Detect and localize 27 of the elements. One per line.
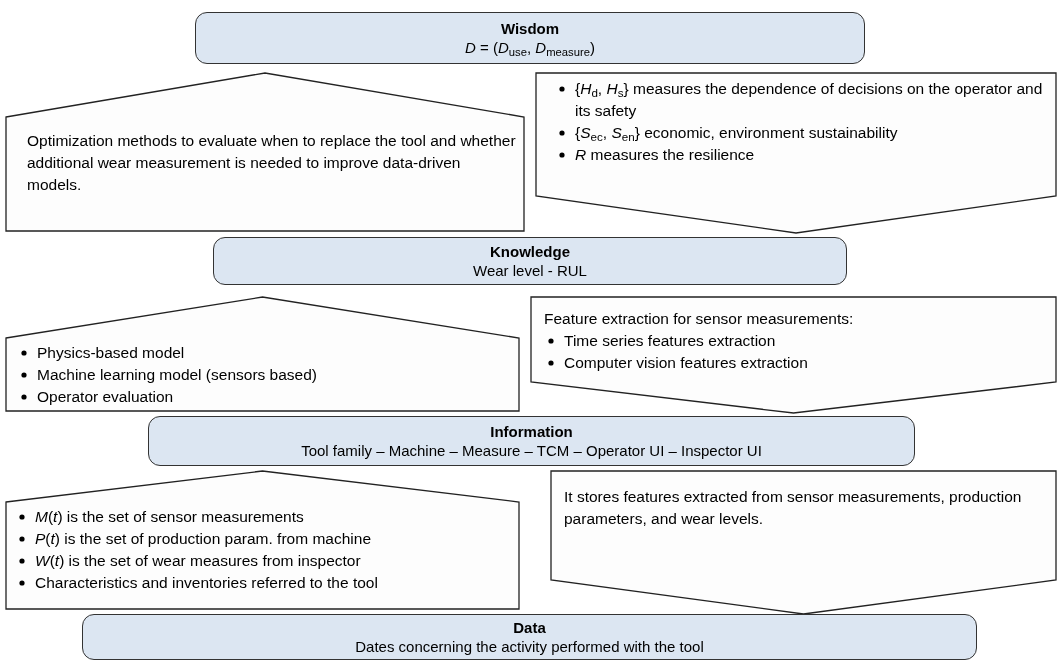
bullet-text: Computer vision features extraction — [564, 353, 808, 373]
bullet-text: {H$_{d}$, H$_{s}$} measures the dependence of decisions on the operator and its safety — [575, 79, 1044, 121]
bullet-text: R measures the resilience — [575, 145, 755, 165]
description-text: It stores features extracted from sensor measurements, production parameters, and wear levels. — [564, 488, 1022, 527]
bullet-text: Characteristics and inventories referred to the tool — [35, 573, 378, 593]
level-box — [195, 12, 865, 64]
bullet-text: Time series features extraction — [564, 331, 776, 351]
bullet-text: W(t) is the set of wear measures from inspector — [35, 551, 361, 571]
level-description: Tool family – Machine – Measure – TCM – Operator UI – Inspector UI — [301, 441, 762, 460]
level-description: Dates concerning the activity performed with the tool — [355, 637, 704, 656]
level-description: Wear level - RUL — [473, 261, 587, 280]
bullet-text: {S$_{ec}$, S$_{en}$} economic, environment sustainability — [575, 123, 898, 144]
bullet-text: Physics-based model — [37, 343, 185, 363]
description-text: Feature extraction for sensor measurements: — [544, 310, 854, 327]
level-title: Knowledge — [490, 242, 570, 261]
bullet-text: Operator evaluation — [37, 387, 174, 407]
level-title: Wisdom — [500, 19, 560, 38]
level-box — [213, 237, 847, 285]
level-title: Data — [513, 618, 546, 637]
bullet-text: P(t) is the set of production param. from machine — [35, 529, 371, 549]
level-title: Information — [490, 422, 573, 441]
level-box — [148, 416, 915, 466]
description-text: Optimization methods to evaluate when to replace the tool and whether additional wear measurement is needed to improve data-driven models. — [27, 132, 516, 193]
level-description: D = (D$_{use}$, D$_{measure}$) — [465, 38, 595, 57]
bullet-text: Machine learning model (sensors based) — [37, 365, 317, 385]
level-box — [82, 614, 977, 660]
bullet-text: M(t) is the set of sensor measurements — [35, 507, 304, 527]
